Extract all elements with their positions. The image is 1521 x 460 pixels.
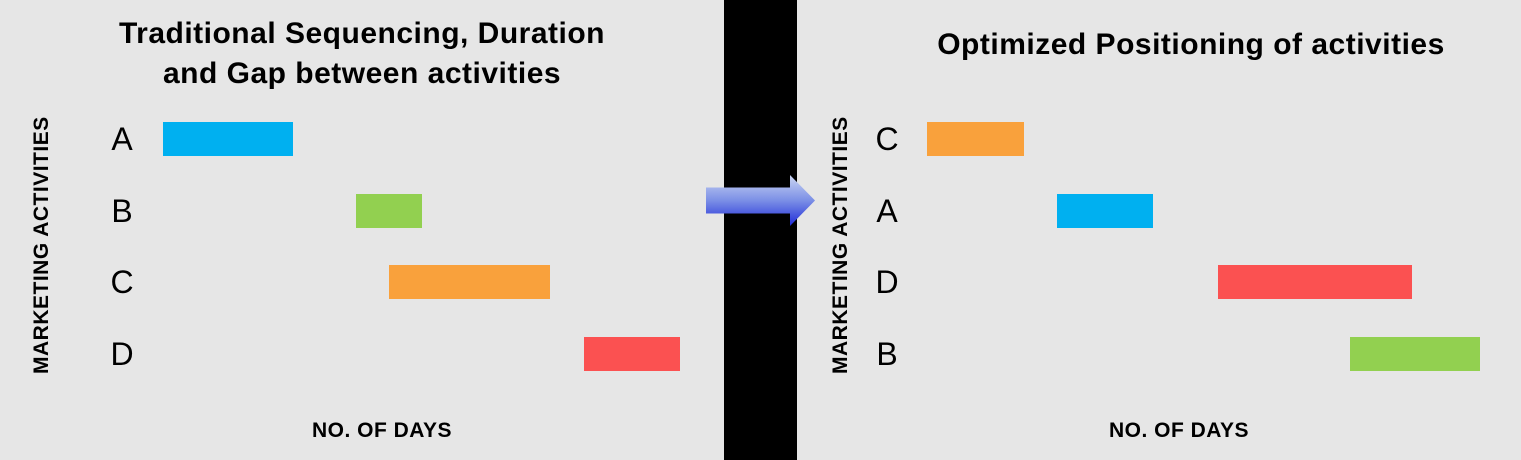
activity-label-D: D xyxy=(875,264,899,301)
divider-bar xyxy=(724,0,797,460)
gantt-bar-A xyxy=(163,122,293,156)
gantt-bar-D xyxy=(583,337,680,372)
gantt-bar-C xyxy=(389,265,551,300)
activity-label-B: B xyxy=(111,192,133,229)
chart-title-line: Optimized Positioning of activities xyxy=(937,28,1445,61)
activity-label-C: C xyxy=(875,121,899,157)
x-axis-label: NO. OF DAYS xyxy=(1108,419,1250,442)
gantt-bar-B xyxy=(356,193,423,228)
gantt-bar-D xyxy=(1217,265,1413,300)
optimized-chart-panel: Optimized Positioning of activities MARK… xyxy=(797,0,1521,460)
activity-label-C: C xyxy=(110,264,134,301)
activity-label-A: A xyxy=(111,121,133,157)
chart-title: Traditional Sequencing, Duration and Gap… xyxy=(0,14,724,94)
gantt-bar-A xyxy=(1056,193,1154,228)
activity-label-D: D xyxy=(110,336,134,373)
gantt-bar-C xyxy=(927,122,1024,156)
chart-title: Optimized Positioning of activities xyxy=(861,25,1521,65)
chart-title-line: Traditional Sequencing, Duration xyxy=(118,17,606,50)
x-axis-label: NO. OF DAYS xyxy=(311,419,453,442)
right-arrow-icon xyxy=(706,175,815,226)
activity-label-A: A xyxy=(876,192,898,229)
activity-label-B: B xyxy=(876,336,898,373)
traditional-chart-panel: Traditional Sequencing, Duration and Gap… xyxy=(0,0,724,460)
chart-title-line: and Gap between activities xyxy=(162,57,562,90)
gantt-bar-B xyxy=(1350,337,1480,372)
